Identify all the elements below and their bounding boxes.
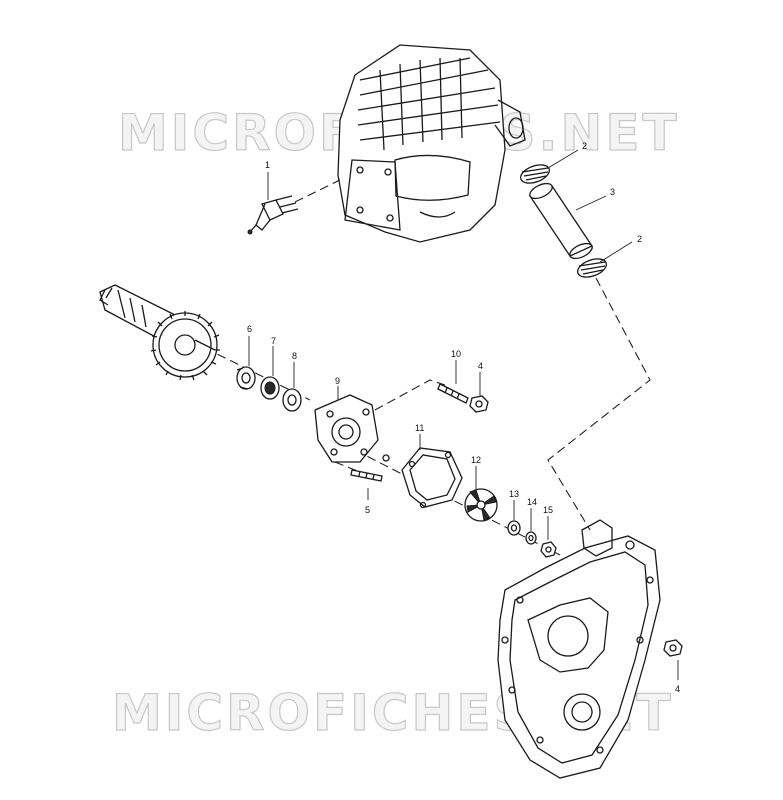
- callout-4-lower: 4: [675, 684, 680, 694]
- part-2-hose-clamp-lower: [576, 258, 608, 278]
- part-13-washer: [507, 520, 521, 536]
- route-shaft-to-bearings: [204, 347, 311, 401]
- route-hose-to-cover: [547, 277, 651, 531]
- callout-3: 3: [610, 187, 615, 197]
- route-stud10-housing: [374, 379, 446, 411]
- part-15-nut: [540, 541, 557, 558]
- part-5-stud: [350, 454, 390, 482]
- route-housing-to-cover: [354, 449, 561, 556]
- callout-9: 9: [335, 376, 340, 386]
- part-6-bearing: [236, 366, 256, 390]
- water-pump-shaft-gear: [99, 284, 220, 381]
- callout-7: 7: [271, 336, 276, 346]
- leader-lines: [248, 149, 679, 680]
- callout-8: 8: [292, 351, 297, 361]
- part-14-washer: [525, 531, 537, 545]
- callout-12: 12: [471, 455, 481, 465]
- callout-1: 1: [265, 160, 270, 170]
- part-4-nut-upper: [469, 395, 489, 413]
- callout-15: 15: [543, 505, 553, 515]
- callout-5: 5: [365, 505, 370, 515]
- callout-4-upper: 4: [478, 361, 483, 371]
- route-sensor-cylinder: [294, 179, 341, 203]
- cylinder: [337, 44, 526, 243]
- callout-14: 14: [527, 497, 537, 507]
- callout-10: 10: [451, 349, 461, 359]
- crankcase-cover: [497, 519, 661, 779]
- callout-2-lower: 2: [637, 234, 642, 244]
- part-9-pump-housing: [314, 394, 379, 463]
- part-10-stud: [437, 383, 469, 404]
- callout-6: 6: [247, 324, 252, 334]
- part-11-gasket: [401, 447, 463, 509]
- part-1-sensor: [247, 195, 299, 235]
- part-2-hose-clamp-upper: [519, 164, 551, 184]
- callout-11: 11: [415, 423, 424, 433]
- callout-2-upper: 2: [582, 141, 587, 151]
- part-7-seal: [260, 376, 280, 400]
- part-4-nut-lower: [663, 639, 683, 657]
- part-8-seal: [282, 388, 302, 412]
- part-3-hose: [529, 182, 593, 260]
- callout-13: 13: [509, 489, 519, 499]
- part-12-impeller: [464, 488, 498, 522]
